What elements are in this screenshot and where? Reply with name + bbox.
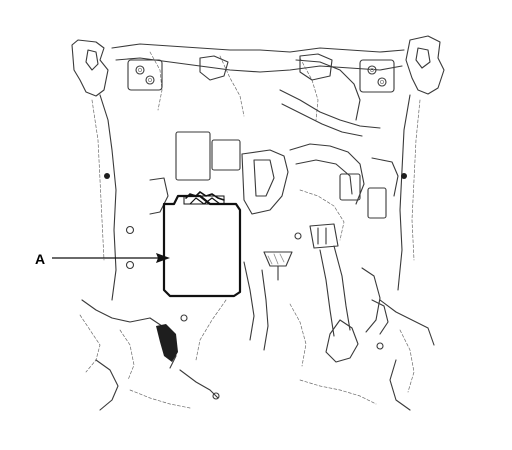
left-frame-assembly [71,39,151,411]
callout-arrowhead [156,253,170,263]
lower-pipes [129,245,389,409]
callout-label-a: A [35,251,45,267]
component-a-module [162,190,242,298]
right-frame-assembly [379,35,445,411]
upper-hoses [111,43,405,137]
engine-center [149,131,399,249]
mounting-bolts [104,173,407,400]
upper-brackets [127,53,395,93]
ground-connector [263,251,293,281]
callout-a: A [35,251,170,267]
